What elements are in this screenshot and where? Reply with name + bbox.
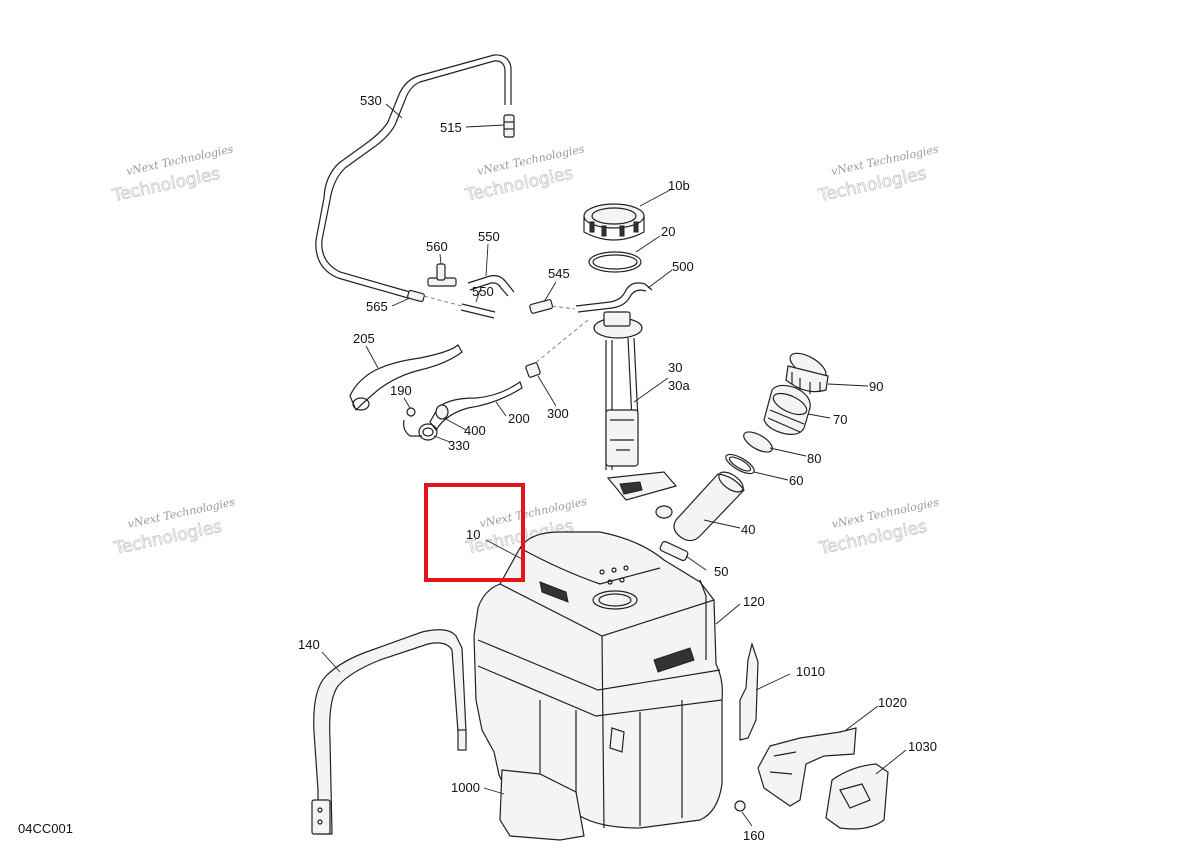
pad-1000 (499, 769, 585, 841)
callout-1030: 1030 (908, 739, 937, 754)
callout-530: 530 (360, 93, 382, 108)
callout-90: 90 (869, 379, 883, 394)
callout-1020: 1020 (878, 695, 907, 710)
callout-160: 160 (743, 828, 765, 843)
hose-40 (673, 471, 745, 542)
callout-40: 40 (741, 522, 755, 537)
watermark-6: vNext Technologies Technologies (816, 495, 940, 559)
strap-140 (311, 629, 467, 835)
grommet-40b (655, 505, 673, 519)
fuel-tank-10 (473, 531, 723, 829)
callout-120: 120 (743, 594, 765, 609)
callout-20: 20 (661, 224, 675, 239)
document-id: 04CC001 (18, 821, 73, 836)
guard-1030 (825, 763, 889, 830)
callout-50: 50 (714, 564, 728, 579)
callout-140: 140 (298, 637, 320, 652)
fuel-pump-module-30 (593, 311, 678, 501)
highlight-box-part-10 (424, 483, 525, 582)
callout-400: 400 (464, 423, 486, 438)
clamp-80 (743, 431, 773, 453)
gasket-20 (588, 251, 642, 273)
callout-565: 565 (366, 299, 388, 314)
callout-550-lower: 550 (472, 284, 494, 299)
hose-205 (349, 344, 463, 412)
callout-1010: 1010 (796, 664, 825, 679)
callout-10b: 10b (668, 178, 690, 193)
connector-515 (503, 114, 515, 138)
assembly-line-3 (533, 319, 589, 365)
vent-hose-530 (315, 54, 512, 299)
lock-ring-10b (583, 203, 645, 241)
callout-515: 515 (440, 120, 462, 135)
assembly-line-1 (423, 295, 463, 307)
watermark-3: vNext Technologies Technologies (816, 143, 940, 207)
callout-200: 200 (508, 411, 530, 426)
callout-60: 60 (789, 473, 803, 488)
clamp-60 (725, 453, 755, 475)
callout-70: 70 (833, 412, 847, 427)
shield-1010 (739, 641, 759, 741)
nut-160 (734, 800, 746, 812)
callout-80: 80 (807, 451, 821, 466)
callout-300: 300 (547, 406, 569, 421)
callout-330: 330 (448, 438, 470, 453)
clamp-400 (435, 404, 449, 420)
callout-190: 190 (390, 383, 412, 398)
hose-550-upper (467, 275, 515, 297)
callout-205: 205 (353, 331, 375, 346)
hose-550-lower (460, 303, 496, 319)
leader-lines (321, 103, 907, 827)
callout-30a: 30a (668, 378, 690, 393)
callout-500: 500 (672, 259, 694, 274)
connector-565 (407, 289, 425, 303)
tee-560 (427, 263, 457, 287)
callout-545: 545 (548, 266, 570, 281)
cap-300 (525, 362, 541, 378)
connector-50 (659, 540, 689, 562)
fuel-cap-90 (785, 352, 829, 394)
callout-1000: 1000 (451, 780, 480, 795)
callout-10: 10 (466, 527, 480, 542)
callout-560: 560 (426, 239, 448, 254)
clamp-190 (403, 407, 422, 437)
connector-545 (529, 299, 554, 314)
watermark-4: vNext Technologies Technologies (111, 495, 236, 559)
hose-500 (575, 282, 653, 313)
clamp-330 (418, 423, 438, 441)
guard-1020 (757, 727, 857, 807)
callout-30: 30 (668, 360, 682, 375)
assembly-line-2 (551, 305, 576, 310)
filler-neck-70 (763, 384, 811, 435)
watermark-2: vNext Technologies Technologies (463, 142, 586, 206)
callout-550-upper: 550 (478, 229, 500, 244)
watermark-1: vNext Technologies Technologies (110, 142, 235, 206)
